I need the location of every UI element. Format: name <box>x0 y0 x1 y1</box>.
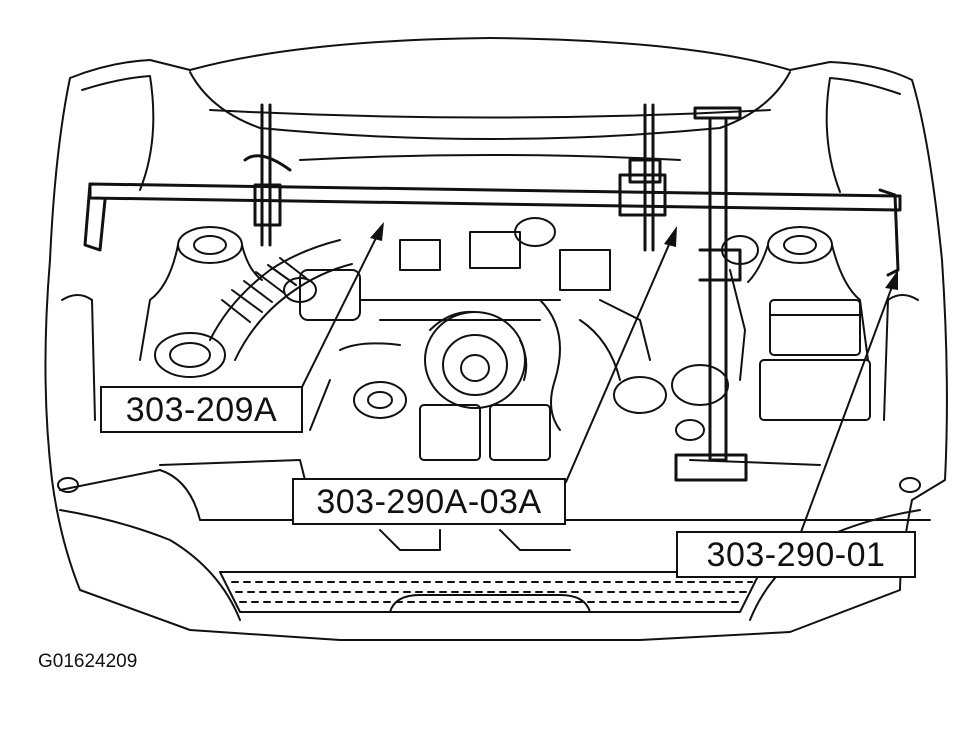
callout-label: 303-209A <box>125 390 278 429</box>
vehicle-body-outline <box>44 37 948 641</box>
leader-303-209a <box>301 233 379 388</box>
callout-303-290a-03a: 303-290A-03A <box>292 478 566 525</box>
leader-303-290-01 <box>800 283 894 533</box>
figure-id: G01624209 <box>38 651 138 672</box>
tool-303-290a-03a-rod <box>643 103 748 482</box>
callout-label: 303-290-01 <box>706 535 886 574</box>
callout-303-290-01: 303-290-01 <box>676 531 916 578</box>
fuse-box <box>759 299 871 421</box>
alternator <box>424 310 528 409</box>
tool-support-bar <box>83 158 902 277</box>
arrowhead-303-209a <box>370 222 384 241</box>
arrowheads <box>370 222 898 290</box>
leader-303-290a-03a <box>565 239 672 483</box>
arrowhead-303-290a-03a <box>664 226 677 247</box>
right-strut-tower <box>747 226 869 361</box>
front-grille <box>219 571 761 613</box>
air-intake-duct <box>154 239 353 378</box>
arrowhead-303-290-01 <box>885 270 898 290</box>
tool-303-209a-rod <box>243 103 292 247</box>
engine-components <box>283 217 759 441</box>
leader-lines <box>301 233 894 533</box>
callout-label: 303-290A-03A <box>316 482 542 521</box>
callout-303-209a: 303-209A <box>100 386 303 433</box>
